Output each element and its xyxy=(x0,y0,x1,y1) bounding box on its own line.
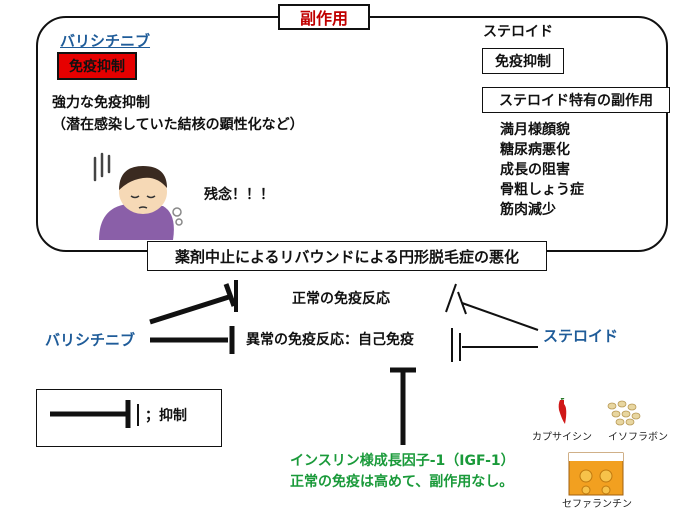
baricitinib-normal-inhibition-line xyxy=(149,293,233,325)
disappointed-person-illustration xyxy=(93,152,183,240)
steroid-effect-item: 満月様顔貌 xyxy=(500,122,570,138)
steroid-normal-inhibition-line xyxy=(461,302,539,331)
normal-immune-response-label: 正常の免疫反応 xyxy=(292,291,390,307)
disappointment-text: 残念！！！ xyxy=(204,187,274,203)
strong-immunosuppression-text: 強力な免疫抑制 xyxy=(52,95,150,111)
rebound-alopecia-box: 薬剤中止によるリバウンドによる円形脱毛症の悪化 xyxy=(147,241,547,271)
inhibition-bar xyxy=(457,291,467,315)
steroid-effect-item: 成長の阻害 xyxy=(500,162,570,178)
inhibition-bar xyxy=(223,283,237,307)
legend-box xyxy=(36,389,222,447)
steroid-specific-effects-box: ステロイド特有の副作用 xyxy=(482,87,670,113)
immunosuppression-badge: 免疫抑制 xyxy=(57,52,137,80)
igf1-description: 正常の免疫は高めて、副作用なし。 xyxy=(290,474,514,490)
steroid-effect-list: 満月様顔貌 糖尿病悪化 成長の阻害 骨粗しょう症 筋肉減少 xyxy=(500,120,584,220)
autoimmune-response-label: 異常の免疫反応：自己免疫 xyxy=(246,332,414,348)
steroid-immunosuppression-box: 免疫抑制 xyxy=(482,48,564,74)
soybeans-icon xyxy=(607,400,641,426)
medicine-package-icon xyxy=(568,452,624,496)
baricitinib-heading: バリシチニブ xyxy=(60,32,151,50)
cepharanthine-label: セファランチン xyxy=(562,499,632,510)
tb-activation-text: （潜在感染していた結核の顕性化など） xyxy=(52,117,304,133)
steroid-effect-item: 骨粗しょう症 xyxy=(500,182,584,198)
chili-pepper-icon xyxy=(558,398,567,424)
steroid-effect-item: 糖尿病悪化 xyxy=(500,142,570,158)
igf1-title: インスリン様成長因子-1（IGF-1） xyxy=(290,453,515,469)
inhibition-bar xyxy=(445,283,457,313)
isoflavone-label: イソフラボン xyxy=(608,432,668,443)
side-effects-title: 副作用 xyxy=(278,4,370,30)
steroid-mechanism-label: ステロイド xyxy=(543,327,619,345)
steroid-heading: ステロイド xyxy=(483,24,553,40)
steroid-effect-item: 筋肉減少 xyxy=(500,202,556,218)
capsaicin-label: カプサイシン xyxy=(532,432,592,443)
baricitinib-mechanism-label: バリシチニブ xyxy=(45,331,136,349)
legend-label: ；抑制 xyxy=(145,408,187,424)
